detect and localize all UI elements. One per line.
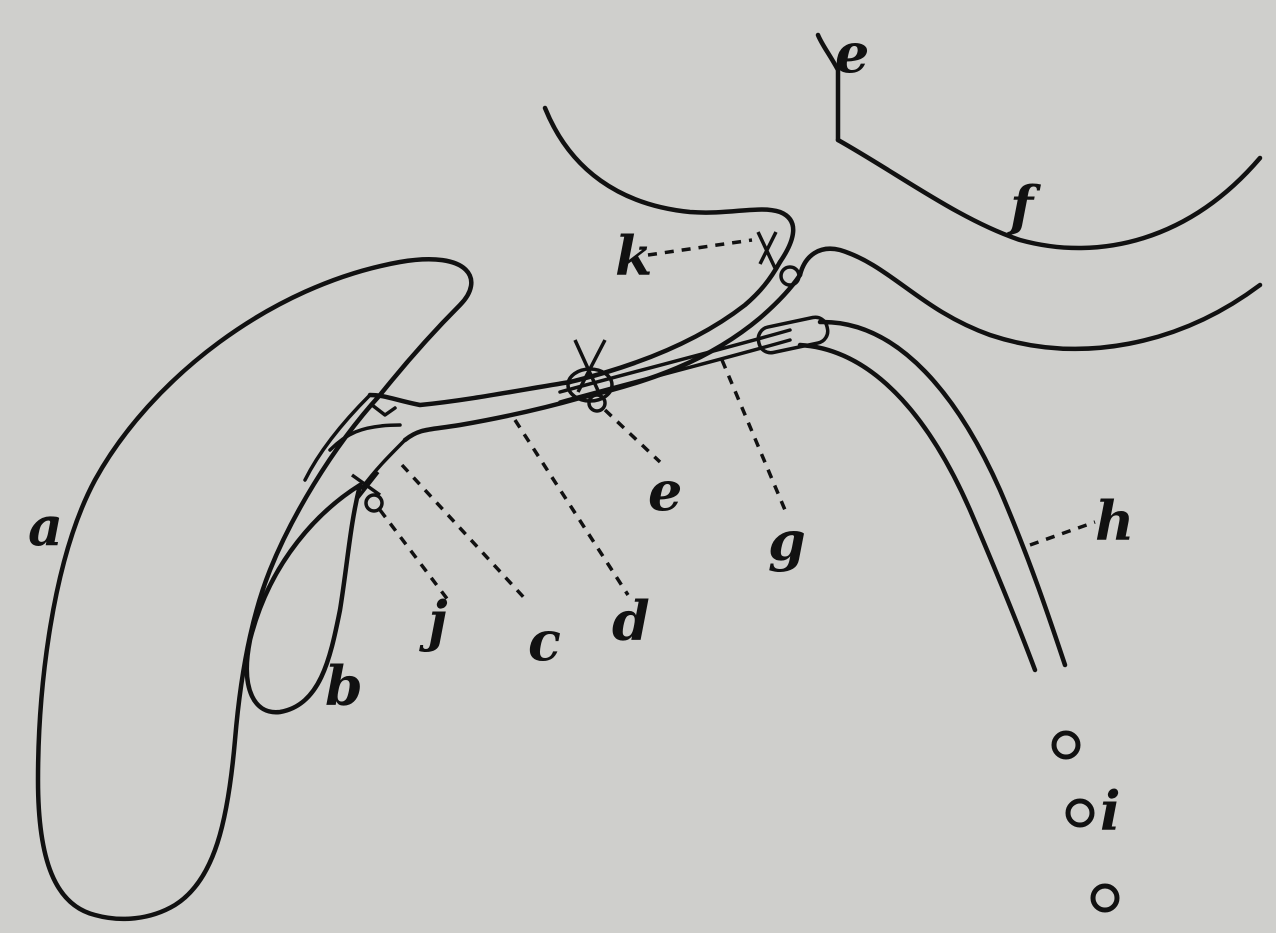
duct-upper-wall (370, 382, 570, 405)
label-k: k (615, 224, 652, 288)
label-e: e (648, 459, 682, 523)
ring-i-1 (1054, 733, 1078, 757)
label-d: d (612, 589, 650, 653)
label-a: a (28, 494, 63, 558)
label-g: g (768, 509, 806, 573)
label-e-top: e (835, 21, 869, 85)
tube-h-inner (800, 345, 1035, 670)
leader-d (515, 420, 628, 595)
label-b: b (325, 654, 363, 718)
label-i: i (1100, 779, 1121, 843)
label-f: f (1006, 174, 1041, 238)
leader-j (380, 510, 448, 600)
organ-a-outline (38, 259, 471, 919)
leader-g (722, 360, 785, 510)
common-duct-upper (570, 262, 780, 382)
structure-f-upper (545, 108, 793, 262)
label-h: h (1095, 489, 1134, 553)
leader-k (648, 240, 752, 255)
label-j: j (419, 589, 448, 653)
leader-e (605, 410, 660, 462)
ring-i-3 (1093, 886, 1117, 910)
tube-h-outer (820, 322, 1065, 665)
leader-c (402, 465, 528, 602)
leader-h (1030, 522, 1095, 545)
ring-i-2 (1068, 801, 1092, 825)
label-c: c (528, 609, 561, 673)
structure-f-outer (838, 140, 1260, 248)
